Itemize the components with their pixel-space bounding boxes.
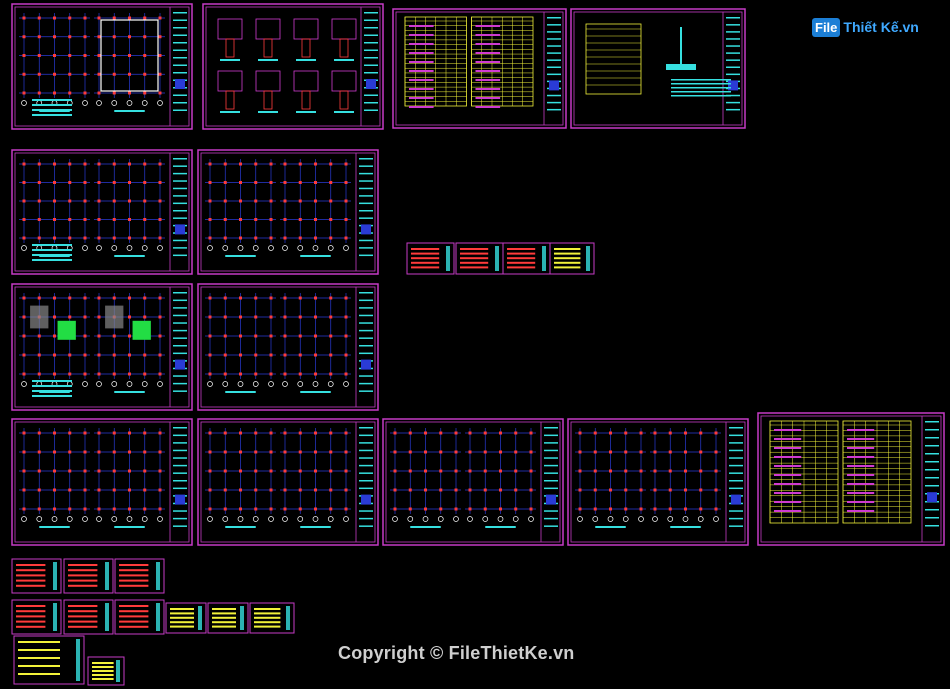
thumbnail-sheet-4[interactable] bbox=[549, 242, 595, 275]
thumbnail-sheet-14[interactable] bbox=[13, 635, 85, 685]
drawing-sheet-9[interactable] bbox=[11, 418, 193, 546]
thumbnail-sheet-8[interactable] bbox=[11, 599, 62, 635]
thumbnail-sheet-11[interactable] bbox=[165, 602, 207, 634]
thumbnail-sheet-6[interactable] bbox=[63, 558, 114, 594]
thumbnail-sheet-2[interactable] bbox=[455, 242, 504, 275]
thumbnail-sheet-12[interactable] bbox=[207, 602, 249, 634]
logo-text: Thiết Kế.vn bbox=[843, 19, 919, 35]
drawing-sheet-7[interactable] bbox=[11, 283, 193, 411]
thumbnail-sheet-10[interactable] bbox=[114, 599, 165, 635]
drawing-sheet-3[interactable] bbox=[392, 8, 567, 129]
drawing-sheet-5[interactable] bbox=[11, 149, 193, 275]
thumbnail-sheet-7[interactable] bbox=[114, 558, 165, 594]
copyright-text: Copyright © FileThietKe.vn bbox=[338, 643, 575, 663]
drawing-sheet-8[interactable] bbox=[197, 283, 379, 411]
thumbnail-sheet-3[interactable] bbox=[502, 242, 551, 275]
thumbnail-sheet-1[interactable] bbox=[406, 242, 455, 275]
drawing-sheet-6[interactable] bbox=[197, 149, 379, 275]
thumbnail-sheet-15[interactable] bbox=[87, 656, 125, 686]
drawing-sheet-12[interactable] bbox=[567, 418, 749, 546]
filethietke-logo: File Thiết Kế.vn bbox=[812, 14, 922, 40]
thumbnail-sheet-9[interactable] bbox=[63, 599, 114, 635]
drawing-sheet-10[interactable] bbox=[197, 418, 379, 546]
drawing-sheet-13[interactable] bbox=[757, 412, 945, 546]
logo-badge: File bbox=[812, 17, 841, 37]
thumbnail-sheet-13[interactable] bbox=[249, 602, 295, 634]
drawing-sheet-11[interactable] bbox=[382, 418, 564, 546]
drawing-sheet-1[interactable] bbox=[11, 3, 193, 130]
drawing-sheet-4[interactable] bbox=[570, 8, 746, 129]
drawing-sheet-2[interactable] bbox=[202, 3, 384, 130]
thumbnail-sheet-5[interactable] bbox=[11, 558, 62, 594]
